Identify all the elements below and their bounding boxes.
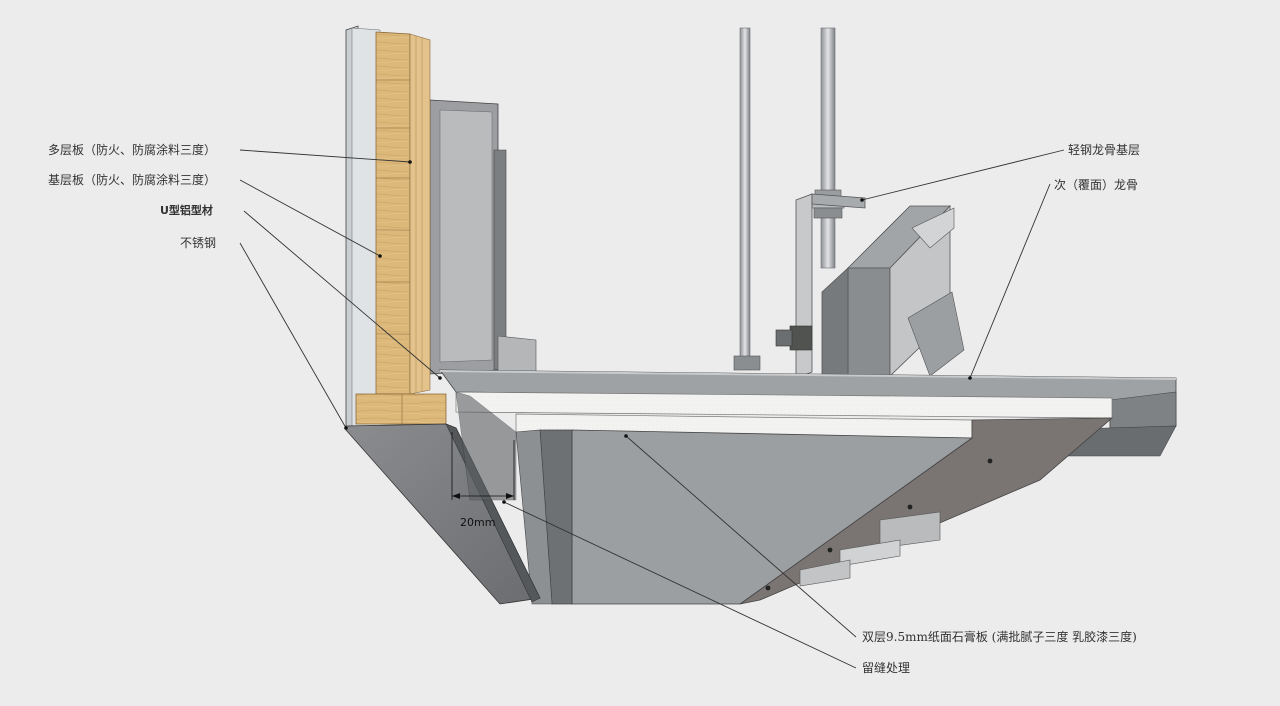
wood-boards <box>355 31 447 425</box>
label-multilayer-board: 多层板（防火、防腐涂料三度） <box>48 143 217 157</box>
stainless-steel-panel <box>345 25 381 431</box>
label-u-profile: U型铝型材 <box>160 204 213 217</box>
leader-lines <box>239 149 1065 669</box>
label-stainless-steel: 不锈钢 <box>180 236 217 250</box>
gap-dimension <box>451 432 515 500</box>
light-steel-keel-base <box>439 369 1177 457</box>
label-gypsum-board: 双层9.5mm纸面石膏板 (满批腻子三度 乳胶漆三度) <box>862 630 1137 644</box>
side-drop-panel <box>345 391 541 605</box>
wall-backing <box>429 99 537 375</box>
label-secondary-keel: 次（覆面）龙骨 <box>1054 178 1139 192</box>
label-reveal-joint: 留缝处理 <box>862 661 911 675</box>
ceiling-lower-face <box>515 417 1114 605</box>
label-base-board: 基层板（防火、防腐涂料三度） <box>48 173 217 187</box>
secondary-keel <box>821 205 965 377</box>
dimension-gap: 20mm <box>460 516 496 529</box>
label-light-steel-keel: 轻钢龙骨基层 <box>1068 143 1141 157</box>
leader-arrowheads <box>344 160 972 504</box>
hanger-bracket <box>775 193 866 379</box>
